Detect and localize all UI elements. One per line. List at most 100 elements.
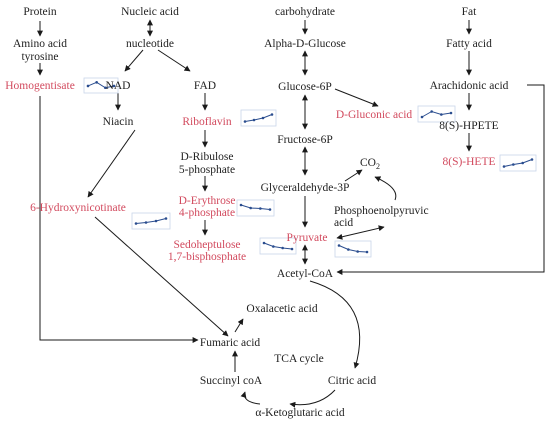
sparkline-point-4 — [270, 113, 274, 116]
edge-arachidonic-acid-acetyl-coa — [336, 84, 545, 275]
node-citric-acid: Citric acid — [328, 375, 376, 387]
node-d-ribulose-line2: 5-phosphate — [179, 164, 235, 176]
sparkline-point-2 — [144, 221, 148, 224]
sparkline-frame — [240, 109, 277, 127]
sparkline-trend — [240, 204, 271, 210]
sparkline-point-3 — [104, 86, 107, 90]
sparkline-point-4 — [112, 84, 116, 88]
sparkline-trend — [135, 218, 167, 224]
node-sedoheptulose-line2: 1,7-bisphosphate — [168, 251, 246, 263]
sparkline-point-2 — [252, 118, 256, 122]
sparkline-frame — [499, 154, 537, 172]
sparkline-trend — [87, 81, 115, 89]
edge-nucleotide-nad — [124, 49, 144, 72]
sparkline-point-3 — [440, 113, 443, 116]
node-pep-line1: Phosphoenolpyruvic — [334, 205, 429, 217]
edge-nucleotide-fad — [157, 49, 191, 72]
sparkline-point-4 — [449, 111, 453, 115]
sparkline-point-2 — [430, 110, 433, 113]
edge-niacin-hydroxynicotinate — [87, 129, 136, 198]
sparkline-point-2 — [512, 163, 515, 166]
edge-hydroxynicotinate-fumaric-acid — [94, 216, 229, 337]
node-glucose-6p: Glucose-6P — [278, 81, 332, 93]
sparkline-trend — [244, 114, 273, 122]
node-protein: Protein — [23, 6, 56, 18]
sparkline-d-gluconic-acid — [417, 105, 456, 123]
sparkline-sedoheptulose — [259, 237, 297, 255]
sparkline-pyruvate — [334, 240, 372, 258]
sparkline-riboflavin — [240, 109, 277, 127]
sparkline-hydroxynicotinate — [131, 212, 171, 230]
node-niacin: Niacin — [103, 116, 134, 128]
node-pep-line2: acid — [334, 217, 353, 229]
node-tca-cycle: TCA cycle — [274, 353, 324, 365]
sparkline-point-3 — [356, 250, 359, 253]
sparkline-point-1 — [420, 115, 424, 119]
sparkline-trend — [421, 110, 452, 118]
node-glyceraldehyde-3p: Glyceraldehyde-3P — [261, 182, 350, 194]
sparkline-trend — [338, 245, 368, 253]
sparkline-point-2 — [347, 248, 350, 251]
sparkline-trend — [263, 242, 293, 250]
node-d-ribulose-line1: D-Ribulose — [180, 151, 233, 163]
sparkline-point-1 — [134, 222, 138, 225]
node-homogentisate: Homogentisate — [5, 80, 75, 92]
sparkline-point-3 — [154, 219, 158, 223]
sparkline-frame — [334, 240, 372, 258]
sparkline-point-4 — [290, 247, 294, 251]
node-hpete: 8(S)-HPETE — [439, 120, 498, 132]
sparkline-point-2 — [272, 245, 275, 248]
node-carbohydrate: carbohydrate — [275, 6, 335, 18]
sparkline-point-3 — [521, 161, 524, 165]
sparkline-frame — [131, 212, 171, 230]
sparkline-point-3 — [259, 207, 262, 210]
sparkline-point-2 — [95, 81, 98, 84]
pathway-edges — [37, 19, 545, 408]
node-co2: CO2 — [360, 157, 380, 171]
node-d-erythrose-line2: 4-phosphate — [179, 207, 235, 219]
sparkline-point-3 — [281, 246, 284, 250]
edge-citric-acid-ketoglutaric-acid — [289, 389, 336, 408]
sparkline-point-1 — [502, 165, 506, 168]
sparkline-point-4 — [365, 250, 369, 254]
sparkline-frame — [259, 237, 297, 255]
sparkline-point-1 — [262, 241, 266, 245]
node-labels: Protein Amino acid tyrosine Homogentisat… — [5, 6, 508, 419]
node-ketoglutaric-acid: α-Ketoglutaric acid — [255, 407, 345, 419]
sparkline-point-1 — [86, 84, 90, 88]
node-oxalacetic-acid: Oxalacetic acid — [246, 303, 317, 315]
sparkline-point-1 — [337, 244, 341, 247]
sparkline-point-3 — [261, 116, 265, 120]
node-riboflavin: Riboflavin — [182, 116, 231, 128]
co2-subscript: 2 — [376, 162, 380, 171]
sparkline-point-4 — [164, 217, 168, 220]
node-hete: 8(S)-HETE — [442, 156, 495, 168]
edge-fumaric-acid-oxalacetic-acid — [234, 318, 244, 333]
node-fructose-6p: Fructose-6P — [277, 134, 333, 146]
sparkline-hete — [499, 154, 537, 172]
edge-pep-co2 — [374, 176, 397, 201]
sparkline-d-erythrose — [236, 199, 275, 217]
node-arachidonic-acid: Arachidonic acid — [430, 80, 509, 92]
sparkline-point-2 — [249, 206, 252, 210]
sparklines — [83, 77, 537, 258]
node-fatty-acid: Fatty acid — [446, 38, 492, 50]
edge-homogentisate-fumaric-acid — [39, 96, 199, 343]
edge-acetyl-coa-citric-acid — [309, 280, 361, 369]
edge-glyceraldehyde-3p-co2 — [344, 169, 363, 182]
node-alpha-d-glucose: Alpha-D-Glucose — [264, 38, 346, 50]
node-tyrosine: tyrosine — [21, 51, 58, 63]
sparkline-frame — [417, 105, 456, 123]
node-nad: NAD — [106, 80, 131, 92]
node-fat: Fat — [462, 6, 478, 18]
sparkline-point-4 — [268, 208, 272, 211]
node-succinyl-coa: Succinyl coA — [200, 375, 263, 387]
sparkline-trend — [503, 159, 533, 167]
sparkline-point-1 — [239, 203, 243, 207]
node-sedoheptulose-line1: Sedoheptulose — [173, 239, 240, 251]
edge-pyruvate-pep — [336, 225, 385, 240]
sparkline-point-4 — [530, 158, 534, 161]
sparkline-homogentisate — [83, 77, 119, 94]
node-acetyl-coa: Acetyl-CoA — [277, 268, 334, 280]
